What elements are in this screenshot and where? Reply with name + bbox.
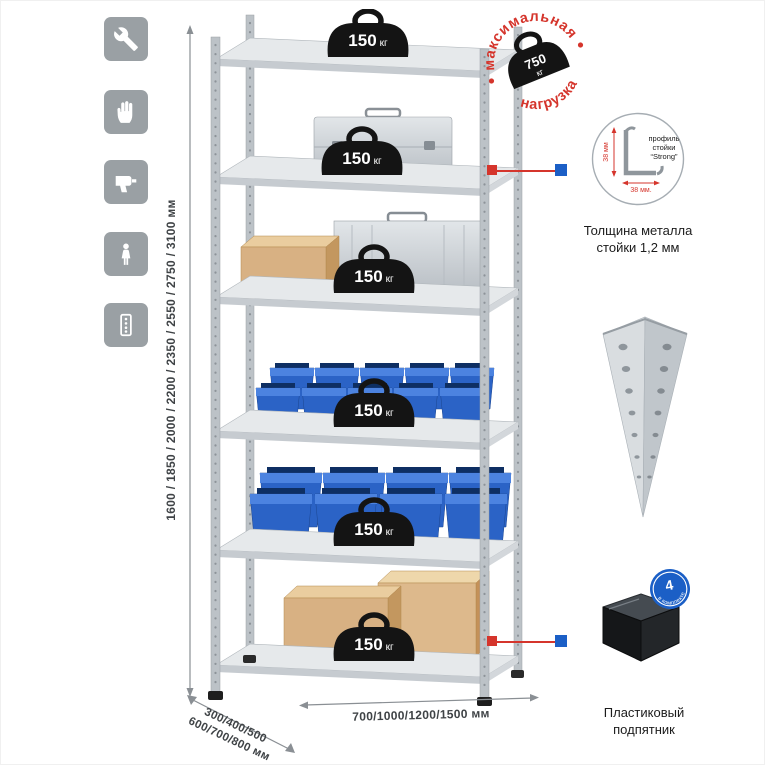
profile-label: профиль стойки “Strong” [648,134,679,161]
foot-caption: Пластиковый подпятник [603,705,685,737]
callout-marker-blue-bottom [555,635,567,647]
svg-text:кг: кг [535,66,545,78]
svg-text:38 мм.: 38 мм. [630,187,651,194]
profile-drawing [623,126,664,176]
post-holes-right [647,343,672,479]
callout-line-top [493,170,557,172]
stamp-weight: 750 кг [508,31,570,90]
height-dimension-line [186,25,194,697]
profile-caption: Толщина металла стойки 1,2 мм [583,223,693,255]
gloves-icon [104,90,148,134]
perforated-post-icon [104,303,148,347]
wrench-icon [104,17,148,61]
post-profile-detail: 38 мм 38 мм. профиль стойки “Strong” [591,112,685,206]
profile-dim-horizontal: 38 мм. [622,180,660,194]
callout-marker-red-bottom [487,636,497,646]
height-dimension-label: 1600 / 1850 / 2000 / 2200 / 2350 / 2550 … [164,199,178,521]
svg-text:профиль: профиль [648,134,679,143]
person-icon [104,232,148,276]
svg-text:стойки: стойки [653,143,676,152]
angle-post-image [602,316,688,518]
drill-icon [104,160,148,204]
callout-marker-red-top [487,165,497,175]
depth-dimension-line [187,695,295,753]
max-load-stamp: максимальная нагрузка 750 кг [478,5,586,121]
callout-line-bottom [493,641,557,643]
svg-text:“Strong”: “Strong” [650,152,678,161]
svg-text:38 мм: 38 мм [603,142,610,162]
kit-count-badge: 4 в комплекте [650,569,690,610]
profile-dim-vertical: 38 мм [603,127,617,177]
callout-marker-blue-top [555,164,567,176]
svg-text:4: 4 [664,576,675,593]
width-dimension-line [299,694,539,709]
post-holes-left [618,343,642,479]
